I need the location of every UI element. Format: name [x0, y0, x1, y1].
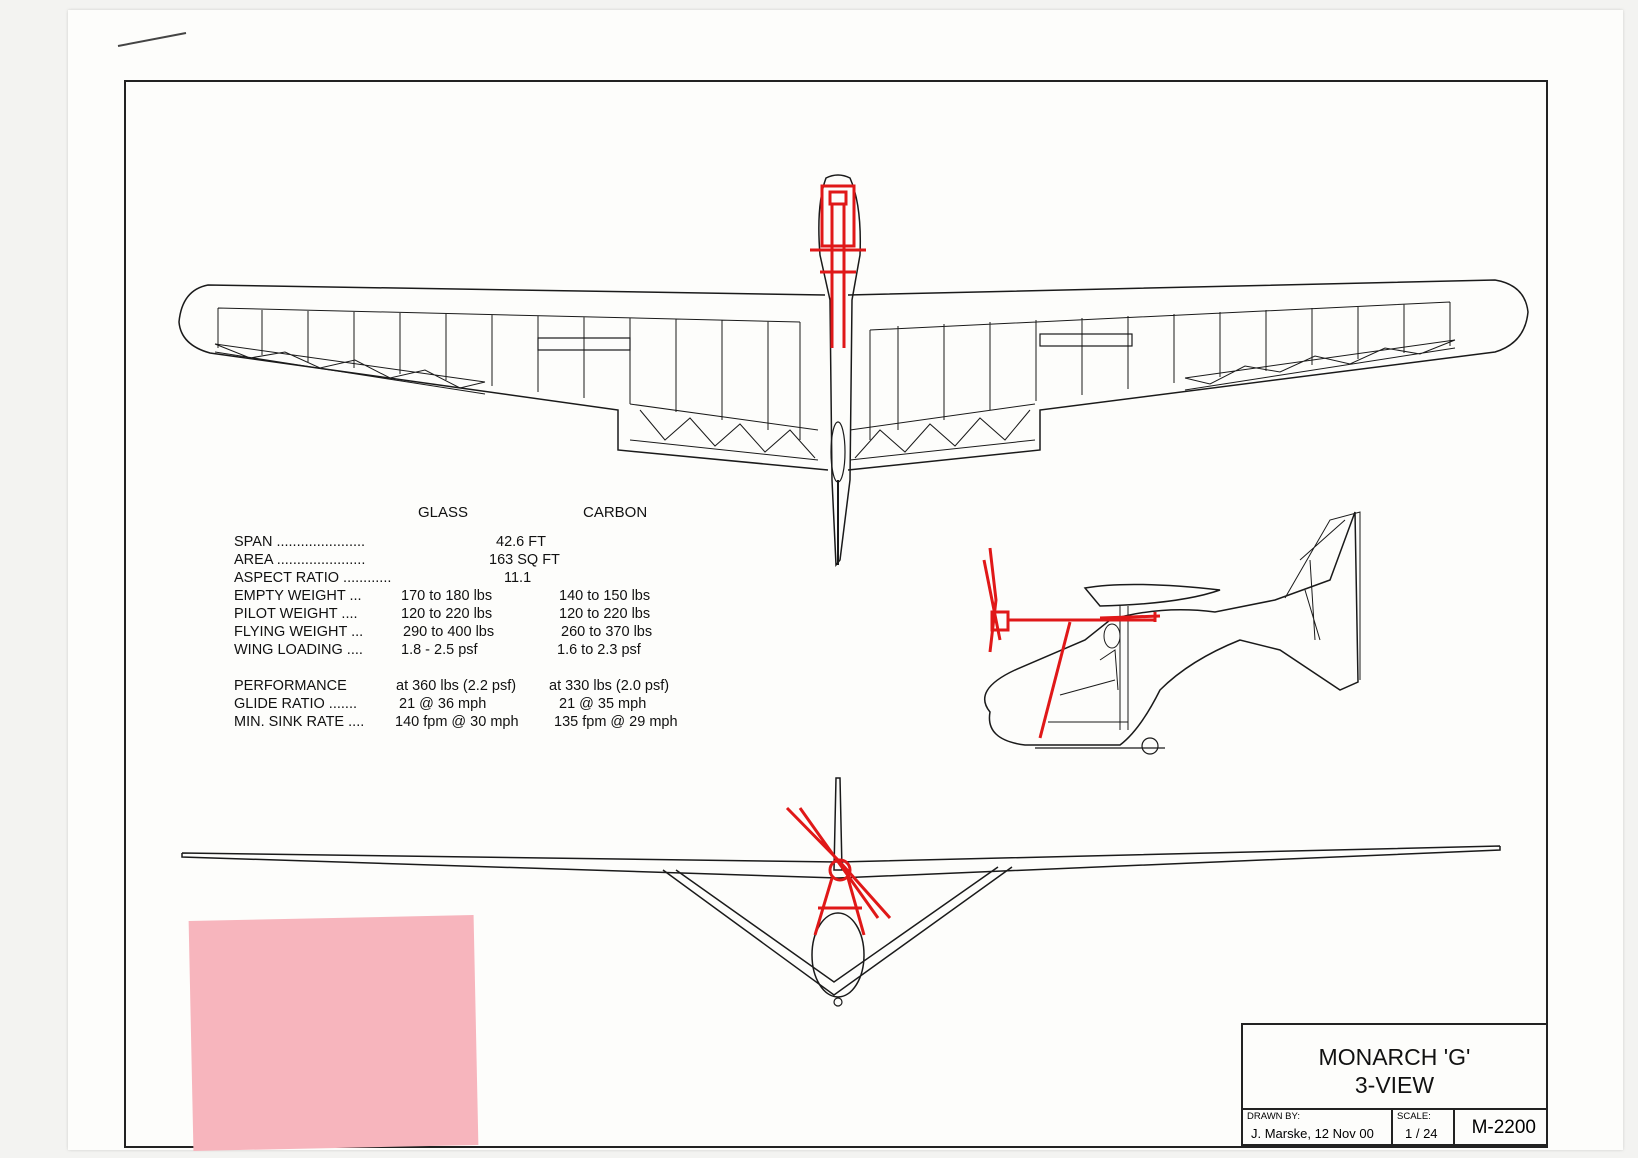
drawing-title-line-2: 3-VIEW	[1354, 1072, 1435, 1098]
front-view-fin	[833, 777, 843, 871]
spec-label: PERFORMANCE	[234, 678, 347, 694]
front-view-struts	[662, 866, 1013, 996]
drawn-by-cell: DRAWN BY: J. Marske, 12 Nov 00	[1243, 1110, 1393, 1148]
top-view-right-truss	[849, 339, 1456, 461]
top-view-left-wing-ribs	[217, 307, 801, 440]
spec-label: AREA ......................	[234, 552, 366, 568]
spec-label: SPAN ......................	[234, 534, 366, 550]
front-view-wheel	[833, 997, 843, 1007]
spec-glass-value: 1.8 - 2.5 psf	[401, 642, 478, 658]
spec-label: GLIDE RATIO .......	[234, 696, 358, 712]
front-view-fuselage	[811, 912, 865, 998]
spec-carbon-value: 21 @ 35 mph	[559, 696, 647, 712]
column-header-carbon: CARBON	[583, 504, 648, 521]
side-view	[984, 511, 1361, 755]
spec-glass-value: 170 to 180 lbs	[401, 588, 493, 604]
drawing-title-line-1: MONARCH 'G'	[1318, 1044, 1471, 1070]
spec-label: ASPECT RATIO ............	[234, 570, 392, 586]
spec-label: MIN. SINK RATE ....	[234, 714, 365, 730]
top-view-left-wing	[178, 284, 829, 471]
drawing-border	[124, 80, 1548, 1148]
spec-label: FLYING WEIGHT ...	[234, 624, 364, 640]
scale-label: SCALE:	[1397, 1111, 1431, 1122]
scale-cell: SCALE: 1 / 24	[1393, 1110, 1455, 1148]
top-view-engine-markup	[810, 184, 866, 348]
spec-label: PILOT WEIGHT ....	[234, 606, 358, 622]
side-view-pilot-head	[1103, 623, 1121, 649]
drawing-title: MONARCH 'G' 3-VIEW	[1243, 1043, 1546, 1099]
side-view-struts	[1048, 606, 1129, 730]
spec-carbon-value: 260 to 370 lbs	[561, 624, 653, 640]
spec-carbon-value: 140 to 150 lbs	[559, 588, 651, 604]
side-view-wheel	[1141, 737, 1159, 755]
top-view-left-truss	[214, 343, 819, 461]
side-view-fuselage	[984, 511, 1359, 746]
side-view-engine-markup	[982, 547, 1161, 739]
spec-glass-value: 120 to 220 lbs	[401, 606, 493, 622]
spec-glass-value: 11.1	[504, 570, 532, 586]
drawn-by-label: DRAWN BY:	[1247, 1111, 1300, 1122]
top-view-nose-hub	[830, 421, 846, 483]
top-view	[178, 174, 1529, 568]
spec-carbon-value: 120 to 220 lbs	[559, 606, 651, 622]
scan-mark	[117, 32, 187, 47]
spec-glass-value: 290 to 400 lbs	[403, 624, 495, 640]
top-view-right-wing	[847, 279, 1529, 471]
title-block: MONARCH 'G' 3-VIEW DRAWN BY: J. Marske, …	[1241, 1023, 1548, 1148]
pink-sticky-note	[188, 915, 479, 1151]
spec-label: WING LOADING ....	[234, 642, 363, 658]
side-view-fin	[1284, 511, 1361, 680]
spec-glass-value: 21 @ 36 mph	[399, 696, 487, 712]
column-header-glass: GLASS	[418, 504, 469, 521]
spec-glass-value: at 360 lbs (2.2 psf)	[396, 678, 517, 694]
front-view-engine-markup	[785, 806, 892, 936]
drawn-by-value: J. Marske, 12 Nov 00	[1251, 1126, 1374, 1141]
top-view-right-spoiler	[1039, 333, 1133, 347]
spec-glass-value: 140 fpm @ 30 mph	[395, 714, 519, 730]
drawing-number: M-2200	[1471, 1117, 1536, 1138]
top-view-left-spoiler	[537, 337, 631, 351]
top-view-right-wing-ribs	[869, 301, 1451, 440]
title-block-info-row: DRAWN BY: J. Marske, 12 Nov 00 SCALE: 1 …	[1243, 1108, 1546, 1148]
spec-carbon-value: at 330 lbs (2.0 psf)	[549, 678, 670, 694]
spec-carbon-value: 135 fpm @ 29 mph	[554, 714, 678, 730]
spec-label: EMPTY WEIGHT ...	[234, 588, 362, 604]
spec-carbon-value: 1.6 to 2.3 psf	[557, 642, 641, 658]
scale-value: 1 / 24	[1405, 1126, 1438, 1141]
side-view-wing	[1083, 583, 1221, 607]
spec-glass-value: 42.6 FT	[496, 534, 546, 550]
spec-glass-value: 163 SQ FT	[489, 552, 560, 568]
